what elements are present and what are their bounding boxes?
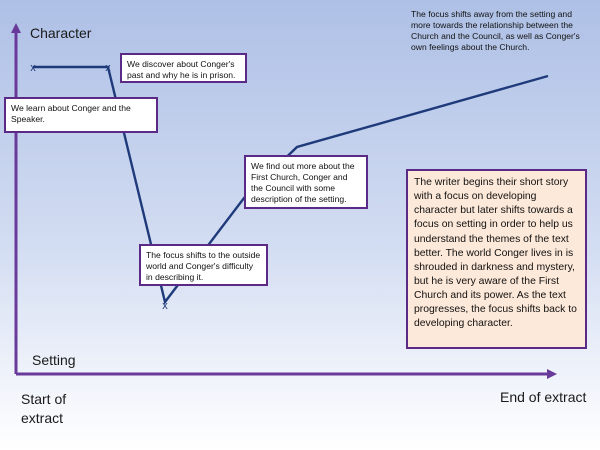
point-marker-past: x [105, 62, 111, 74]
note-speaker: We learn about Conger and the Speaker. [4, 97, 158, 133]
point-marker-start: x [30, 62, 36, 74]
note-church: We find out more about the First Church,… [244, 155, 368, 209]
y-axis-label: Character [30, 25, 92, 41]
note-outside: The focus shifts to the outside world an… [139, 244, 268, 286]
summary-box: The writer begins their short story with… [406, 169, 587, 349]
note-top: The focus shifts away from the setting a… [411, 9, 580, 52]
x-axis-end-label: End of extract [500, 389, 587, 405]
x-axis-start-label: Start of extract [21, 390, 66, 428]
point-marker-low: x [162, 300, 168, 312]
x-axis-start-label-line1: Start of [21, 391, 67, 407]
x-axis-start-label-line2: extract [21, 410, 64, 426]
x-axis-low-label: Setting [32, 352, 76, 368]
note-past: We discover about Conger's past and why … [120, 53, 247, 83]
